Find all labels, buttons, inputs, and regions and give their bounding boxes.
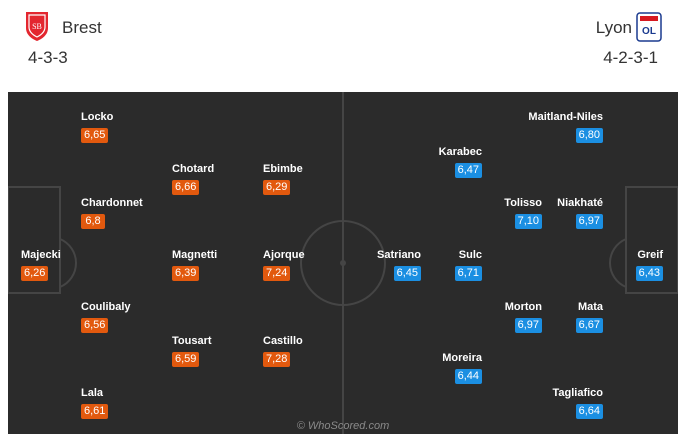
player-name: Chotard — [172, 163, 215, 175]
player-name: Ajorque — [263, 249, 305, 261]
player-name: Coulibaly — [81, 301, 131, 313]
player-rating: 7,10 — [514, 214, 542, 229]
player-rating: 6,67 — [575, 318, 603, 333]
away-team-name[interactable]: Lyon — [595, 18, 632, 37]
player-rating: 7,28 — [263, 352, 291, 367]
player-rating: 6,47 — [454, 163, 482, 178]
player-rating: 6,64 — [575, 404, 603, 419]
player-name: Niakhaté — [557, 197, 603, 209]
brest-crest-icon: SB — [26, 12, 48, 41]
player-name: Mata — [577, 301, 603, 313]
player-rating: 6,97 — [575, 214, 603, 229]
home-team-name[interactable]: Brest — [62, 18, 102, 37]
svg-text:OL: OL — [642, 26, 656, 37]
player-rating: 6,29 — [263, 180, 291, 195]
player-rating: 6,80 — [575, 128, 603, 143]
player-rating: 6,44 — [454, 369, 482, 384]
player-name: Moreira — [442, 352, 482, 364]
player-rating: 6,26 — [21, 266, 49, 281]
player-rating: 6,65 — [81, 128, 109, 143]
match-header: SB Brest 4-3-3 Lyon OL 4-2-3-1 — [0, 0, 678, 92]
player-rating: 6,66 — [172, 180, 200, 195]
home-formation: 4-3-3 — [28, 48, 68, 67]
player-name: Greif — [637, 249, 663, 261]
player-name: Lala — [81, 387, 104, 399]
away-formation: 4-2-3-1 — [603, 48, 658, 67]
player-name: Castillo — [263, 335, 303, 347]
lyon-crest-icon: OL — [636, 12, 662, 42]
player-rating: 6,97 — [514, 318, 542, 333]
svg-text:SB: SB — [32, 22, 42, 31]
player-name: Magnetti — [172, 249, 218, 261]
player-name: Tagliafico — [552, 387, 603, 399]
player-name: Locko — [81, 111, 114, 123]
player-rating: 6,43 — [635, 266, 663, 281]
player-name: Morton — [504, 301, 542, 313]
player-rating: 6,71 — [454, 266, 482, 281]
player-rating: 6,59 — [172, 352, 200, 367]
player-name: Chardonnet — [81, 197, 143, 209]
player-rating: 7,24 — [263, 266, 291, 281]
player-name: Karabec — [438, 146, 482, 158]
player-name: Tolisso — [504, 197, 542, 209]
player-rating: 6,61 — [81, 404, 109, 419]
player-name: Maitland-Niles — [528, 111, 603, 123]
player-name: Tousart — [172, 335, 212, 347]
pitch-markings — [8, 92, 678, 434]
player-rating: 6,45 — [393, 266, 421, 281]
player-name: Sulc — [458, 249, 482, 261]
player-name: Ebimbe — [263, 163, 303, 175]
player-name: Majecki — [21, 249, 61, 261]
player-name: Satriano — [376, 249, 421, 261]
pitch: Locko 6,65 Chardonnet 6,8 Majecki 6,26 C… — [8, 92, 678, 434]
player-rating: 6,39 — [172, 266, 200, 281]
player-rating: 6,56 — [81, 318, 109, 333]
whoscored-watermark: © WhoScored.com — [296, 420, 390, 432]
player-rating: 6,8 — [81, 214, 105, 229]
